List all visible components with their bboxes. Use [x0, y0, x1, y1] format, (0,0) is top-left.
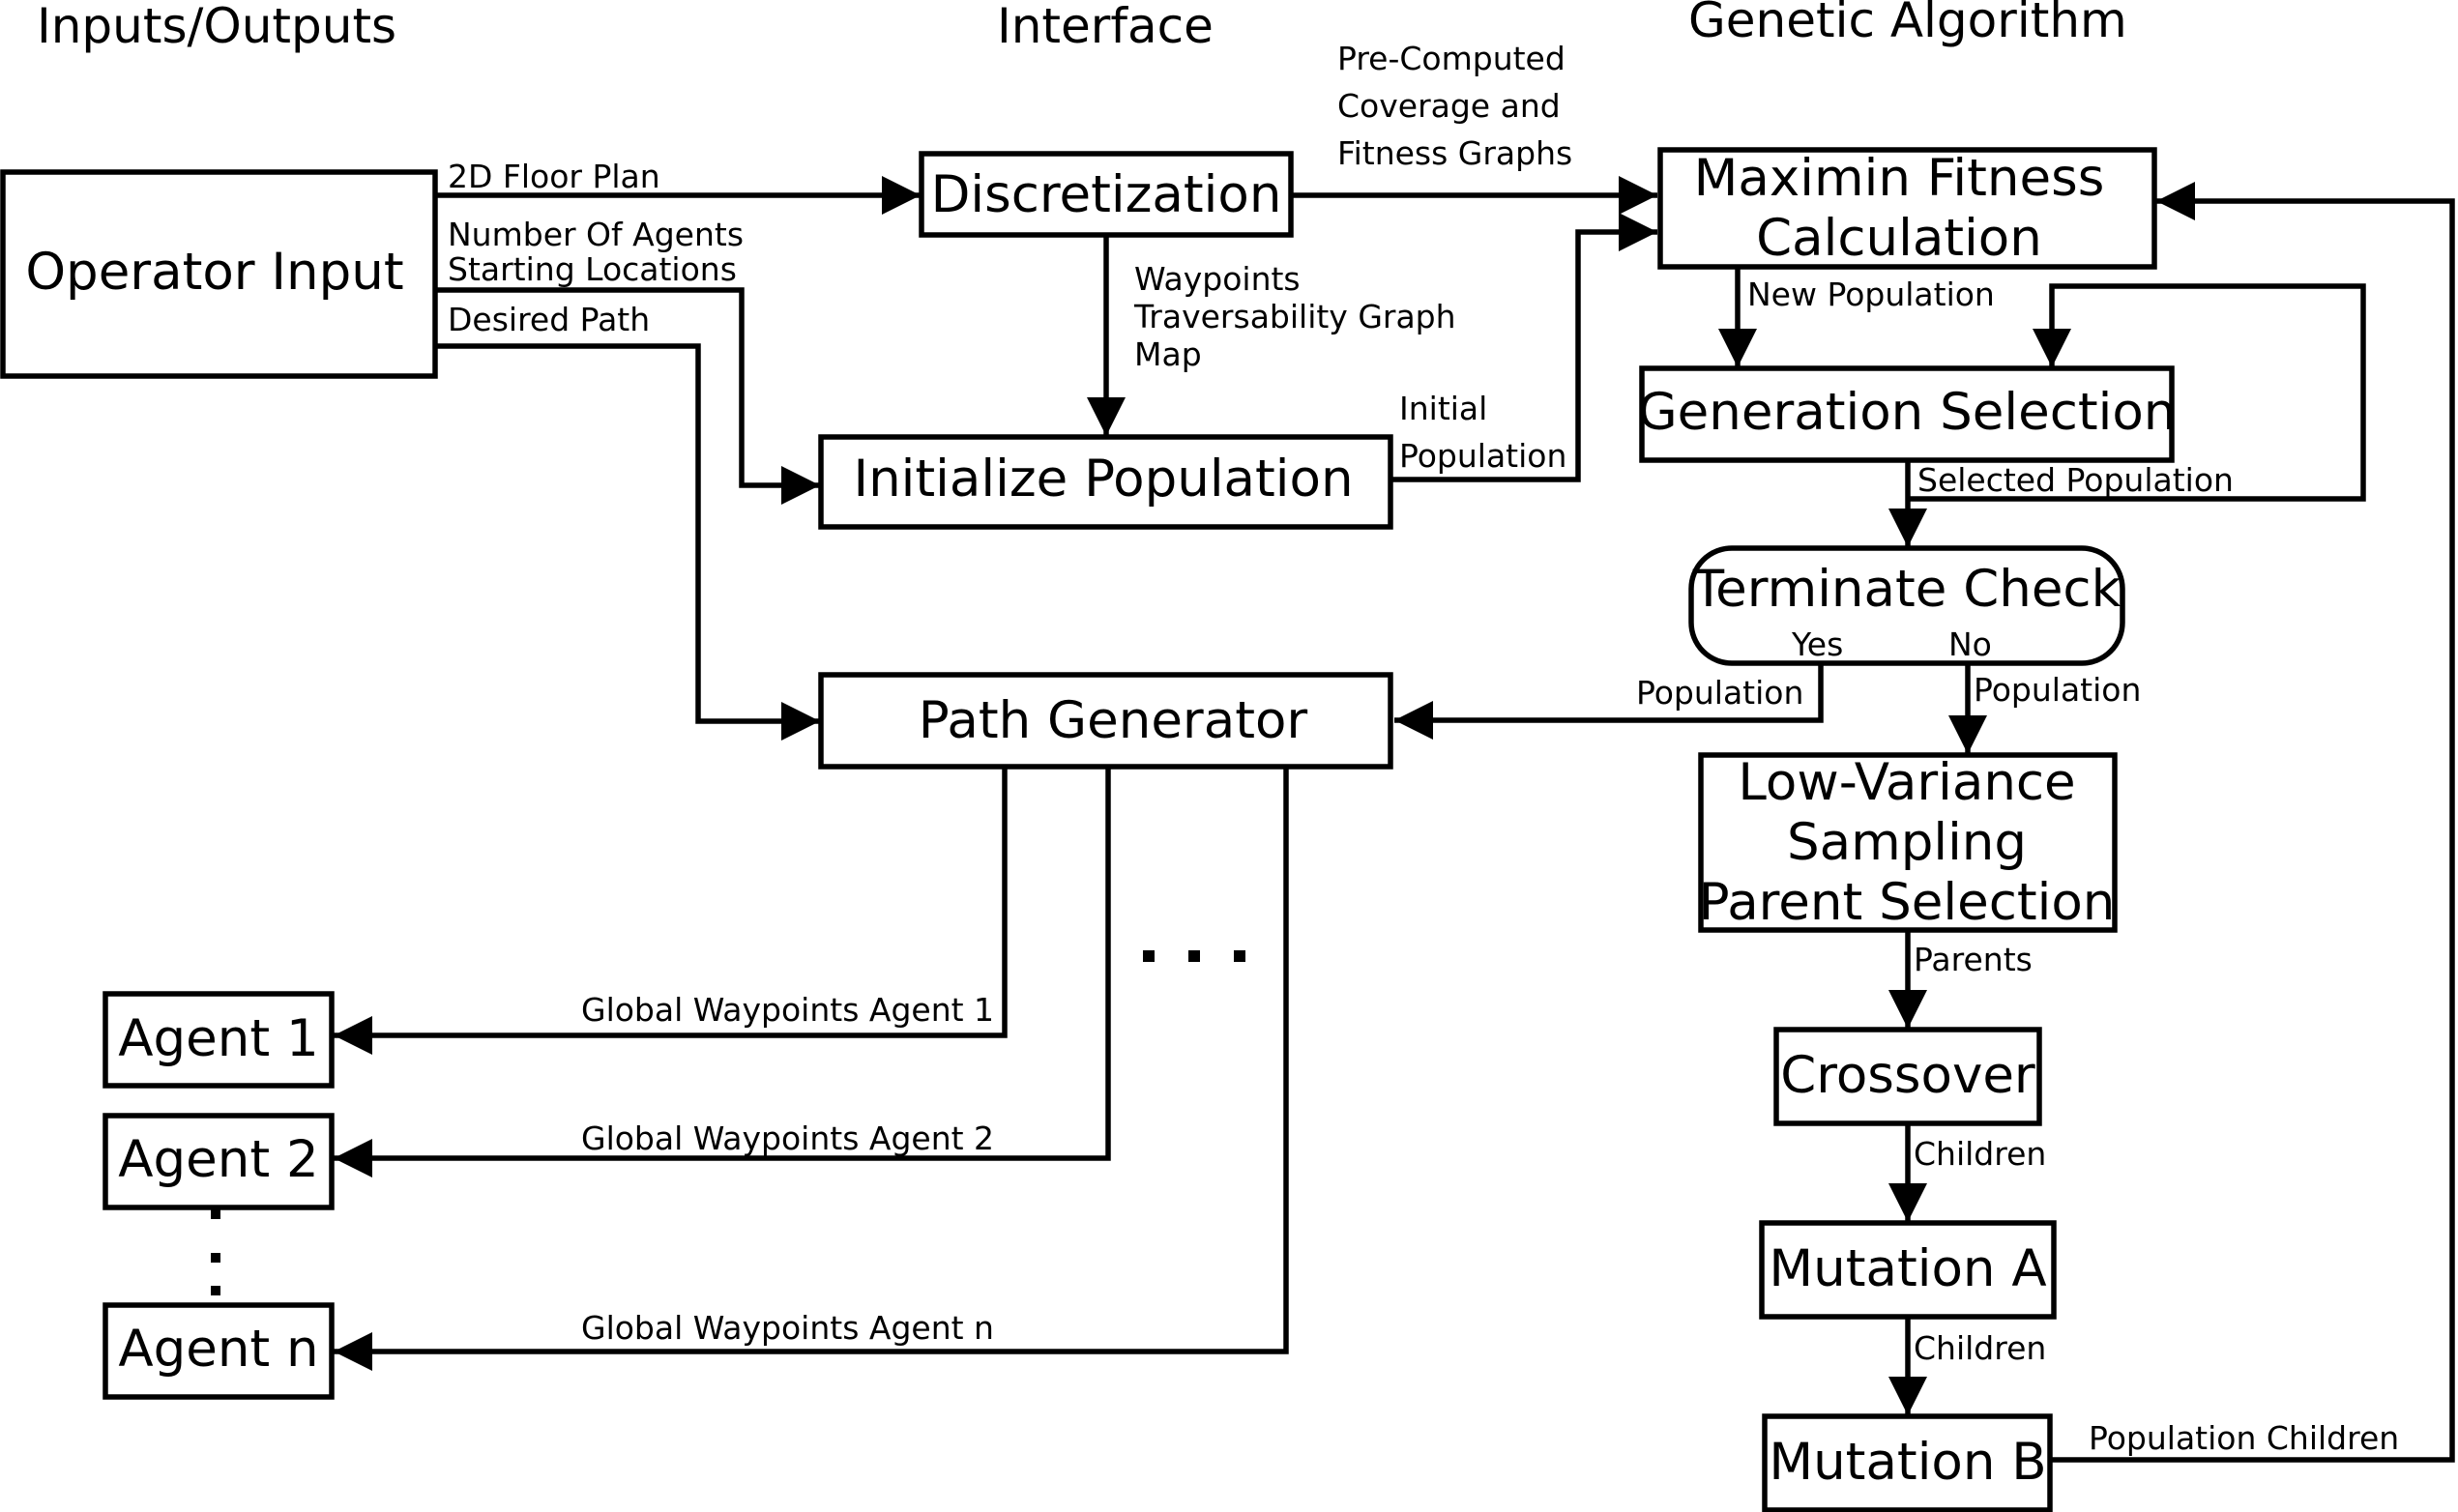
header-genetic-algorithm: Genetic Algorithm	[1688, 0, 2127, 48]
arrow-initial-population	[1390, 213, 1657, 482]
generation-selection-box: Generation Selection	[1638, 365, 2177, 463]
label-selected-population: Selected Population	[1917, 461, 2234, 499]
agent-n-box: Agent n	[102, 1302, 335, 1400]
arrow-selection-loop	[1908, 283, 2366, 502]
ellipsis-vertical	[211, 1209, 220, 1295]
maximin-fitness-label-line-2: Calculation	[1756, 209, 2042, 268]
low-variance-label-line-1: Low-Variance	[1738, 753, 2075, 812]
label-population-children: Population Children	[2089, 1419, 2399, 1457]
mutation-a-box: Mutation A	[1759, 1220, 2057, 1320]
arrow-agent-2	[334, 767, 1111, 1178]
initialize-population-label: Initialize Population	[853, 450, 1353, 509]
discretization-label: Discretization	[931, 165, 1282, 224]
label-number-of-agents: Number Of Agents	[448, 216, 744, 253]
agent-2-box: Agent 2	[102, 1113, 335, 1210]
arrow-terminate-yes	[1394, 663, 1824, 740]
header-interface: Interface	[997, 0, 1214, 54]
discretization-box: Discretization	[919, 151, 1294, 238]
label-desired-path: Desired Path	[448, 301, 650, 338]
arrow-agent-1	[334, 767, 1008, 1055]
path-generator-label: Path Generator	[919, 691, 1308, 750]
label-waypoints-line-2: Traversability Graph	[1133, 298, 1456, 335]
label-new-population: New Population	[1747, 276, 1995, 313]
label-children-1: Children	[1914, 1135, 2046, 1173]
arrow-agent-n	[334, 767, 1289, 1371]
ellipsis-horizontal	[1143, 950, 1245, 962]
arrow-population-children	[2050, 182, 2455, 1463]
label-global-waypoints-agent-1: Global Waypoints Agent 1	[581, 991, 994, 1029]
maximin-fitness-label-line-1: Maximin Fitness	[1694, 149, 2105, 208]
label-no: No	[1948, 625, 1992, 663]
path-generator-box: Path Generator	[818, 672, 1393, 770]
crossover-label: Crossover	[1780, 1046, 2035, 1105]
agent-n-label: Agent n	[118, 1320, 318, 1379]
agent-1-label: Agent 1	[118, 1009, 318, 1068]
label-waypoints-line-3: Map	[1134, 335, 1202, 373]
label-initial-population-line-1: Initial	[1399, 390, 1487, 427]
label-population-yes: Population	[1636, 674, 1803, 712]
operator-input-label: Operator Input	[25, 243, 403, 302]
label-initial-population-line-2: Population	[1399, 437, 1566, 475]
maximin-fitness-box: Maximin Fitness Calculation	[1657, 147, 2157, 270]
agent-1-box: Agent 1	[102, 991, 335, 1089]
agent-2-label: Agent 2	[118, 1130, 318, 1189]
low-variance-sampling-box: Low-Variance Sampling Parent Selection	[1698, 752, 2118, 933]
low-variance-label-line-3: Parent Selection	[1699, 873, 2116, 932]
terminate-check-box: Terminate Check	[1688, 545, 2125, 666]
low-variance-label-line-2: Sampling	[1787, 813, 2027, 872]
label-precomputed-line-2: Coverage and	[1337, 87, 1561, 125]
label-waypoints-line-1: Waypoints	[1134, 260, 1301, 298]
label-global-waypoints-agent-n: Global Waypoints Agent n	[581, 1309, 994, 1347]
mutation-b-label: Mutation B	[1769, 1433, 2046, 1492]
arrow-desired-path	[435, 343, 820, 741]
label-starting-locations: Starting Locations	[448, 250, 737, 288]
initialize-population-box: Initialize Population	[818, 434, 1393, 530]
crossover-box: Crossover	[1773, 1027, 2042, 1126]
mutation-a-label: Mutation A	[1769, 1239, 2046, 1298]
generation-selection-label: Generation Selection	[1638, 383, 2177, 442]
label-precomputed-line-3: Fitness Graphs	[1337, 134, 1572, 172]
terminate-check-label: Terminate Check	[1692, 560, 2121, 619]
label-floor-plan: 2D Floor Plan	[448, 158, 660, 195]
label-children-2: Children	[1914, 1329, 2046, 1367]
label-yes: Yes	[1791, 625, 1843, 663]
operator-input-box: Operator Input	[0, 169, 438, 379]
label-population-no: Population	[1974, 671, 2141, 709]
arrow-agents-locations	[435, 287, 820, 505]
label-precomputed-line-1: Pre-Computed	[1337, 40, 1566, 77]
label-global-waypoints-agent-2: Global Waypoints Agent 2	[581, 1119, 994, 1157]
header-inputs-outputs: Inputs/Outputs	[37, 0, 396, 54]
label-parents: Parents	[1914, 941, 2033, 978]
mutation-b-box: Mutation B	[1762, 1413, 2053, 1512]
